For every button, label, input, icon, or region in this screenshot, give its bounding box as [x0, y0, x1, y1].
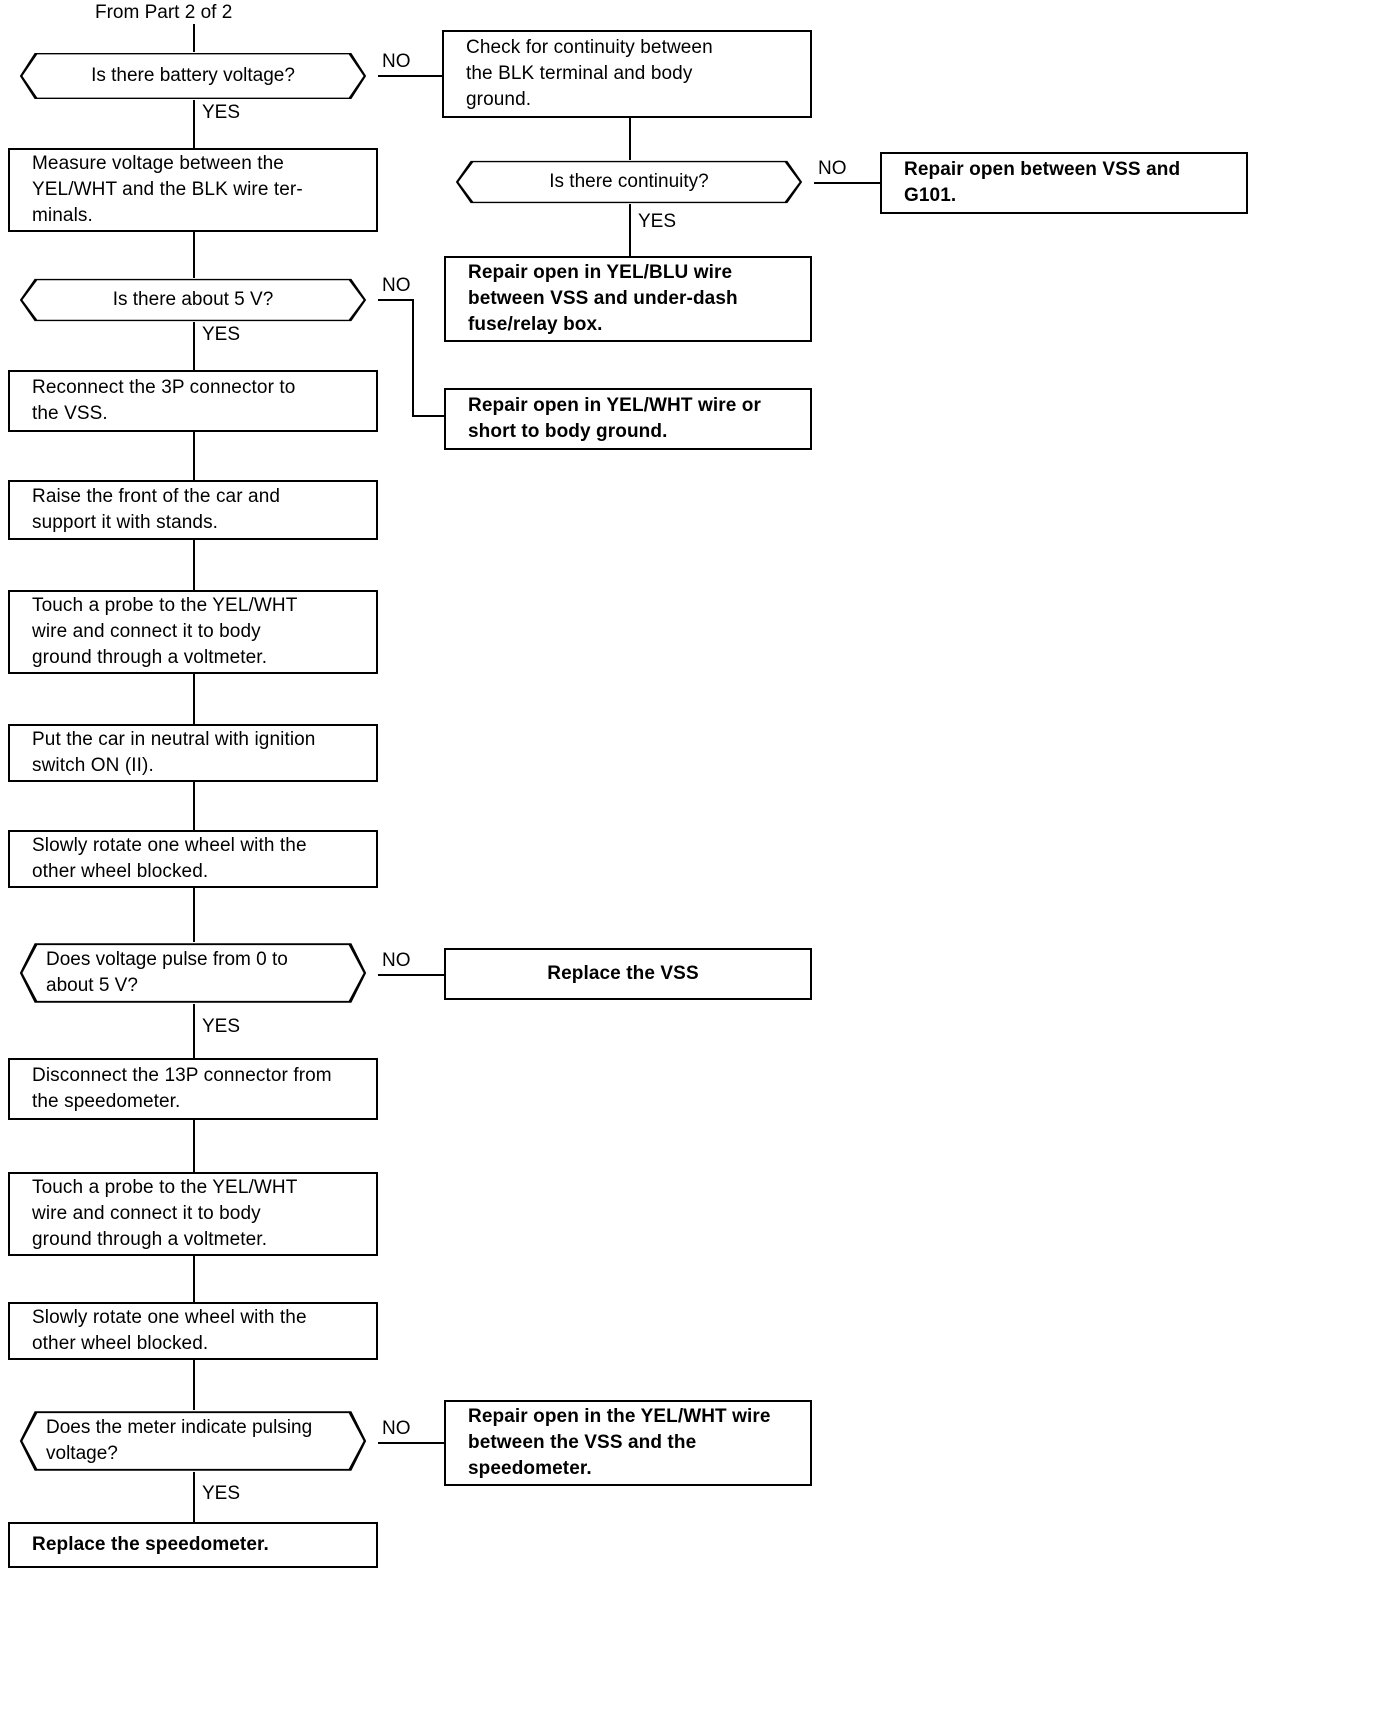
- connector-d4-yes: [193, 1472, 195, 1522]
- edge-label-d4-no: NO: [382, 1418, 411, 1439]
- connector-p9-to-d4: [193, 1360, 195, 1412]
- process-disconnect-13p-label: Disconnect the 13P connector from the sp…: [32, 1065, 332, 1112]
- edge-label-d2-yes: YES: [202, 324, 241, 345]
- action-repair-vss-speedometer-label: Repair open in the YEL/WHT wire between …: [468, 1406, 771, 1479]
- decision-battery-voltage: Is there battery voltage?: [8, 52, 378, 100]
- process-touch-probe-vss-label: Touch a probe to the YEL/WHT wire and co…: [32, 595, 298, 668]
- connector-p6-to-d3: [193, 888, 195, 944]
- process-reconnect-3p: Reconnect the 3P connector to the VSS.: [8, 370, 378, 432]
- connector-d4-no: [378, 1442, 444, 1444]
- process-measure-voltage-label: Measure voltage between the YEL/WHT and …: [32, 153, 303, 226]
- decision-battery-voltage-label: Is there battery voltage?: [91, 65, 295, 86]
- connector-p2-to-p3: [193, 432, 195, 480]
- connector-d1-yes: [193, 100, 195, 148]
- action-repair-vss-g101-label: Repair open between VSS and G101.: [904, 159, 1181, 206]
- edge-label-d1-yes: YES: [202, 102, 241, 123]
- process-disconnect-13p: Disconnect the 13P connector from the sp…: [8, 1058, 378, 1120]
- action-repair-yel-wht-short: Repair open in YEL/WHT wire or short to …: [444, 388, 812, 450]
- decision-meter-pulsing-label: Does the meter indicate pulsing voltage?: [46, 1417, 313, 1464]
- connector-p5-to-p6: [193, 782, 195, 830]
- connector-d2-no-h1: [378, 299, 414, 301]
- terminal-replace-speedometer: Replace the speedometer.: [8, 1522, 378, 1568]
- action-repair-yel-blu-label: Repair open in YEL/BLU wire between VSS …: [468, 262, 738, 335]
- process-check-continuity-label: Check for continuity between the BLK ter…: [466, 37, 713, 110]
- hex-fill: [22, 1413, 364, 1469]
- connector-d5-yes: [629, 204, 631, 256]
- hex-fill: [458, 162, 800, 202]
- action-repair-yel-wht-short-label: Repair open in YEL/WHT wire or short to …: [468, 395, 761, 442]
- connector-d2-no-h2: [412, 415, 444, 417]
- process-rotate-wheel-1-label: Slowly rotate one wheel with the other w…: [32, 835, 307, 882]
- edge-label-d5-no: NO: [818, 158, 847, 179]
- edge-label-d3-no: NO: [382, 950, 411, 971]
- decision-continuity: Is there continuity?: [444, 160, 814, 204]
- process-touch-probe-vss: Touch a probe to the YEL/WHT wire and co…: [8, 590, 378, 674]
- action-repair-yel-blu: Repair open in YEL/BLU wire between VSS …: [444, 256, 812, 342]
- hex-fill: [22, 945, 364, 1001]
- connector-p8-to-p9: [193, 1256, 195, 1302]
- process-touch-probe-speedo: Touch a probe to the YEL/WHT wire and co…: [8, 1172, 378, 1256]
- process-measure-voltage: Measure voltage between the YEL/WHT and …: [8, 148, 378, 232]
- connector-p1-to-d2: [193, 232, 195, 280]
- decision-voltage-pulse-label: Does voltage pulse from 0 to about 5 V?: [46, 949, 288, 996]
- connector-d2-yes: [193, 322, 195, 370]
- process-touch-probe-speedo-label: Touch a probe to the YEL/WHT wire and co…: [32, 1177, 298, 1250]
- process-reconnect-3p-label: Reconnect the 3P connector to the VSS.: [32, 377, 296, 424]
- edge-label-d2-no: NO: [382, 275, 411, 296]
- decision-continuity-label: Is there continuity?: [549, 171, 709, 192]
- action-replace-vss-label: Replace the VSS: [547, 963, 699, 984]
- connector-d1-no: [378, 75, 442, 77]
- decision-voltage-pulse: Does voltage pulse from 0 to about 5 V?: [8, 942, 378, 1004]
- connector-d2-no-v: [412, 299, 414, 417]
- process-rotate-wheel-1: Slowly rotate one wheel with the other w…: [8, 830, 378, 888]
- connector-c1-to-d5: [629, 118, 631, 162]
- connector-p3-to-p4: [193, 540, 195, 590]
- connector-p7-to-p8: [193, 1120, 195, 1172]
- edge-label-d5-yes: YES: [638, 211, 677, 232]
- hex-fill: [22, 280, 364, 320]
- connector-p4-to-p5: [193, 674, 195, 724]
- edge-label-d1-no: NO: [382, 51, 411, 72]
- terminal-replace-speedometer-label: Replace the speedometer.: [32, 1534, 269, 1555]
- connector-d3-no: [378, 974, 444, 976]
- process-neutral-ignition-label: Put the car in neutral with ignition swi…: [32, 729, 316, 776]
- connector-d5-no: [814, 182, 880, 184]
- process-raise-front: Raise the front of the car and support i…: [8, 480, 378, 540]
- process-neutral-ignition: Put the car in neutral with ignition swi…: [8, 724, 378, 782]
- connector-header-to-d1: [193, 24, 195, 54]
- process-check-continuity: Check for continuity between the BLK ter…: [442, 30, 812, 118]
- decision-meter-pulsing: Does the meter indicate pulsing voltage?: [8, 1410, 378, 1472]
- decision-about-5v: Is there about 5 V?: [8, 278, 378, 322]
- connector-d3-yes: [193, 1004, 195, 1058]
- decision-about-5v-label: Is there about 5 V?: [112, 289, 274, 310]
- action-repair-vss-g101: Repair open between VSS and G101.: [880, 152, 1248, 214]
- edge-label-d4-yes: YES: [202, 1483, 241, 1504]
- process-rotate-wheel-2: Slowly rotate one wheel with the other w…: [8, 1302, 378, 1360]
- process-raise-front-label: Raise the front of the car and support i…: [32, 486, 281, 533]
- process-rotate-wheel-2-label: Slowly rotate one wheel with the other w…: [32, 1307, 307, 1354]
- from-part-label: From Part 2 of 2: [95, 2, 233, 23]
- edge-label-d3-yes: YES: [202, 1016, 241, 1037]
- action-repair-vss-speedometer: Repair open in the YEL/WHT wire between …: [444, 1400, 812, 1486]
- hex-fill: [22, 54, 364, 98]
- action-replace-vss: Replace the VSS: [444, 948, 812, 1000]
